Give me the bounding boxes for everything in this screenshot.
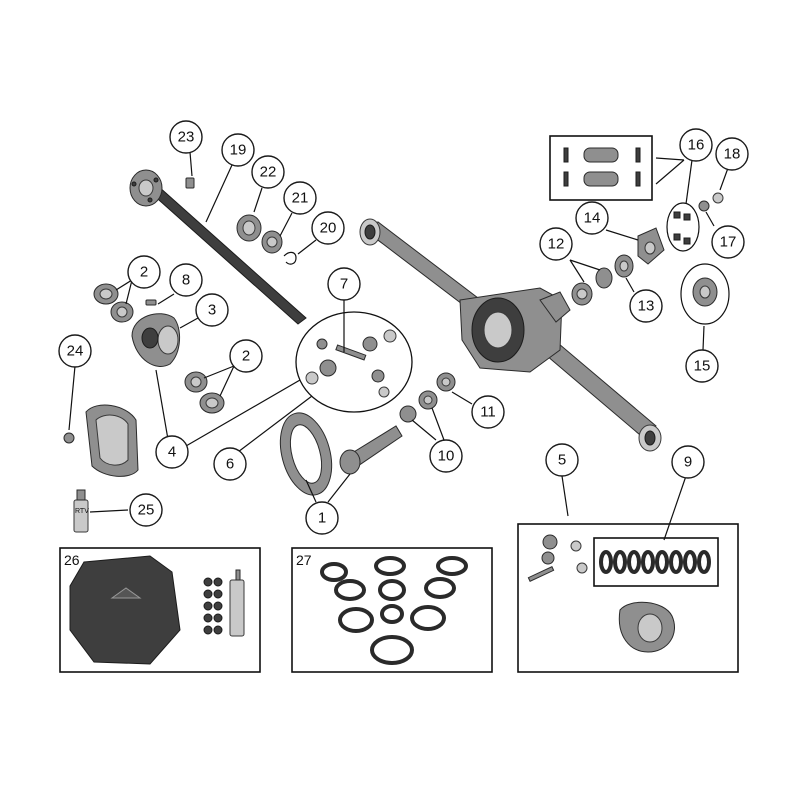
box-26-number: 26 [64, 552, 80, 568]
callout-5-label: 5 [558, 452, 566, 469]
callout-7-label: 7 [340, 276, 348, 293]
u-joint-strap-kit [549, 135, 653, 201]
callout-16-label: 16 [688, 137, 705, 154]
callout-9-label: 9 [684, 454, 692, 471]
callout-14: 14 [575, 201, 609, 235]
callout-9: 9 [671, 445, 705, 479]
pinion-yoke [637, 227, 665, 265]
callout-12-label: 12 [548, 236, 565, 253]
ring-gear-bolt [145, 299, 157, 306]
callout-11: 11 [471, 395, 505, 429]
callout-6-label: 6 [226, 456, 234, 473]
leader-lines [68, 151, 729, 541]
pinion-nut-washer [698, 192, 724, 212]
rtv-tube: RTV [73, 489, 89, 533]
axle-housing [359, 218, 662, 452]
callout-23-label: 23 [178, 129, 195, 146]
callout-2a: 2 [127, 255, 161, 289]
pinion-seal [614, 254, 634, 278]
callout-23: 23 [169, 120, 203, 154]
wheel-stud [185, 177, 195, 189]
callout-10-label: 10 [438, 448, 455, 465]
differential-case [131, 313, 180, 367]
yoke-flange [680, 263, 730, 325]
callout-2a-label: 2 [140, 264, 148, 281]
callout-18-label: 18 [724, 146, 741, 163]
callout-18: 18 [715, 137, 749, 171]
box-26-heavy-duty-cover: 26 [59, 547, 261, 673]
callout-1: 1 [305, 501, 339, 535]
callout-8-label: 8 [182, 272, 190, 289]
callout-3-label: 3 [208, 302, 216, 319]
callout-15: 15 [685, 349, 719, 383]
callout-15-label: 15 [694, 358, 711, 375]
callout-17: 17 [711, 225, 745, 259]
callout-2b-label: 2 [242, 348, 250, 365]
box-27-number: 27 [296, 552, 312, 568]
callout-12: 12 [539, 227, 573, 261]
callout-4: 4 [155, 435, 189, 469]
callout-2b: 2 [229, 339, 263, 373]
spider-gear-set [295, 311, 413, 413]
callout-13-label: 13 [638, 298, 655, 315]
axle-seal-bearing-group [236, 214, 297, 265]
callouts: 1 2 2 3 4 5 6 7 8 9 10 11 12 13 14 15 16… [58, 120, 749, 535]
callout-21-label: 21 [292, 190, 309, 207]
differential-cover [63, 404, 139, 477]
callout-8: 8 [169, 263, 203, 297]
callout-13: 13 [629, 289, 663, 323]
box-5-9-locker-kit [517, 523, 739, 673]
pinion-outer-bearing [571, 267, 613, 306]
callout-19: 19 [221, 133, 255, 167]
callout-6: 6 [213, 447, 247, 481]
carrier-bearings-right [184, 371, 225, 414]
callout-10: 10 [429, 439, 463, 473]
callout-16: 16 [679, 128, 713, 162]
carrier-bearings-left [93, 283, 134, 323]
callout-5: 5 [545, 443, 579, 477]
callout-24: 24 [58, 334, 92, 368]
ring-and-pinion [279, 412, 403, 496]
callout-7: 7 [327, 267, 361, 301]
callout-14-label: 14 [584, 210, 601, 227]
u-joint-bolts [666, 202, 700, 252]
callout-20-label: 20 [320, 220, 337, 237]
pinion-bearings [399, 372, 456, 423]
callout-4-label: 4 [168, 444, 176, 461]
box-27-bearing-kit: 27 [291, 547, 493, 673]
callout-3: 3 [195, 293, 229, 327]
callout-22-label: 22 [260, 164, 277, 181]
axle-shaft [129, 169, 307, 325]
callout-19-label: 19 [230, 142, 247, 159]
callout-1-label: 1 [318, 510, 326, 527]
callout-11-label: 11 [480, 404, 496, 421]
callout-21: 21 [283, 181, 317, 215]
callout-17-label: 17 [720, 234, 737, 251]
rtv-tube-label: RTV [75, 508, 89, 515]
callout-20: 20 [311, 211, 345, 245]
callout-25-label: 25 [138, 502, 155, 519]
callout-22: 22 [251, 155, 285, 189]
callout-25: 25 [129, 493, 163, 527]
callout-24-label: 24 [67, 343, 84, 360]
